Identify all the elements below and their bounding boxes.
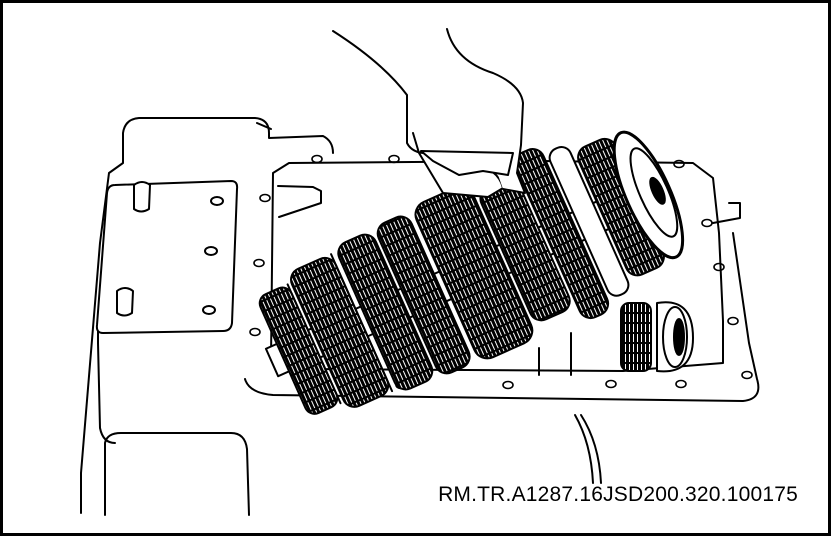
gear-shaft-assembly bbox=[258, 130, 685, 415]
gear-4 bbox=[376, 215, 471, 375]
cover-plate bbox=[95, 180, 239, 334]
countershaft-gear bbox=[620, 301, 694, 373]
leader-line bbox=[574, 414, 602, 484]
gear-5 bbox=[414, 185, 534, 360]
case-outline bbox=[80, 117, 334, 516]
gear-3 bbox=[337, 233, 434, 391]
collar bbox=[548, 145, 630, 297]
gear-6 bbox=[514, 148, 610, 320]
transmission-illustration bbox=[80, 28, 760, 516]
hands bbox=[332, 28, 526, 198]
reference-code: RM.TR.A1287.16JSD200.320.100175 bbox=[438, 483, 798, 506]
